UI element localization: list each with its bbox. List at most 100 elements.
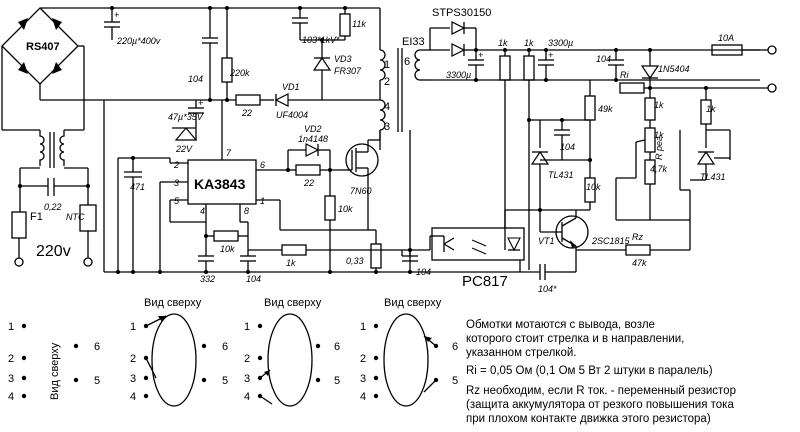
- input-filter: F1 0,22 NTC 220v: [2, 129, 97, 267]
- tpin6: 6: [404, 56, 410, 68]
- view2-pin1: 1: [244, 321, 250, 333]
- pinout-side-view: 1 2 3 4 6 5 Вид сверху: [8, 321, 100, 403]
- ri-label: Ri: [620, 70, 629, 80]
- tpin1: 1: [384, 59, 390, 71]
- r1k-a-label: 1k: [498, 38, 508, 48]
- bridge-rectifier: RS407: [1, 7, 105, 272]
- protection-transistor: VT1 2SC1815 Rz 47k: [504, 208, 690, 273]
- r1k-b-label: 1k: [524, 38, 534, 48]
- winding-view-2: Вид сверху 1 2 3 4 6 5: [244, 297, 340, 407]
- hv-rails: [104, 7, 520, 273]
- vd3-label: VD3: [334, 54, 352, 64]
- cap471-label: 471: [130, 182, 145, 192]
- fuse-out-label: 10A: [718, 33, 734, 43]
- snubber: 103*1kV* 11k VD3 FR307: [292, 6, 366, 100]
- cap-104a-label: 104: [188, 74, 203, 84]
- cap104-out-label: 104*: [538, 284, 557, 294]
- view2-pin4: 4: [244, 391, 250, 403]
- tl431b-label: TL431: [700, 172, 726, 182]
- fuse-in-label: F1: [30, 211, 43, 223]
- cap104c-label: 104: [416, 267, 431, 277]
- view1-pin3: 3: [130, 373, 136, 385]
- pin2: 2: [173, 160, 179, 170]
- view3-pin1: 1: [360, 321, 366, 333]
- cap-out1-label: 3300µ: [446, 70, 471, 80]
- tpin4: 4: [384, 101, 390, 113]
- r1kd-label: 1k: [706, 104, 716, 114]
- controller-ic: KA3843 2 3 5 4 8 1 6 7 471: [116, 100, 280, 274]
- vd3-type-label: FR307: [334, 66, 362, 76]
- feedback-path: 1k 104 PC817 104*: [248, 225, 566, 294]
- snubber-cap-label: 103*1kV*: [302, 35, 340, 45]
- r4k7-label: 4,7k: [650, 164, 668, 174]
- view1-title: Вид сверху: [144, 297, 202, 309]
- side-pin-1: 1: [8, 321, 14, 333]
- side-pin-4: 4: [8, 391, 14, 403]
- gate-drive: 22 VD2 1n4148 7N60 10k 0,33: [279, 124, 382, 274]
- zener22v-label: 22V: [175, 144, 193, 154]
- note-line-1: Обмотки мотаются с вывода, возле: [466, 319, 655, 331]
- snubber-res-label: 11k: [352, 19, 366, 29]
- r10k-tl-label: 10k: [586, 182, 601, 192]
- vd2-label: VD2: [304, 124, 322, 134]
- side-view-label: Вид сверху: [49, 342, 61, 400]
- note-line-3: указанном стрелкой.: [466, 347, 577, 359]
- vt1-label: VT1: [538, 236, 555, 246]
- transformer: EI33 6 1 2 4 3: [379, 36, 430, 272]
- vd1-type-label: UF4004: [276, 110, 308, 120]
- svg-text:+: +: [198, 98, 203, 108]
- svg-text:+: +: [548, 50, 553, 60]
- svg-text:+: +: [478, 50, 483, 60]
- secondary-rectifier: STPS30150 + 3300µ + 3300µ 1k 1k 10A: [429, 7, 777, 270]
- mosfet-label: 7N60: [350, 186, 372, 196]
- bulk-capacitor: + 220µ*400v: [104, 6, 161, 46]
- vd2-type-label: 1n4148: [298, 134, 328, 144]
- r1k-fb-label: 1k: [286, 258, 296, 268]
- cap47u-label: 47µ*35V: [168, 112, 204, 122]
- rc-network: 10k 332 104: [198, 221, 261, 284]
- view3-pin4: 4: [360, 391, 366, 403]
- rsense-label: 0,33: [346, 256, 364, 266]
- r1k-reg-label: 1k: [654, 130, 664, 140]
- r49k-label: 49k: [598, 104, 613, 114]
- note-line-4: Ri = 0,05 Ом (0,1 Ом 5 Вт 2 штуки в пара…: [466, 365, 713, 377]
- view2-pin5: 5: [334, 375, 340, 387]
- note-line-7: при плохом контакте движка этого резисто…: [466, 413, 711, 425]
- secondary-regulation: 104 49k TL431 10k 104 Ri 1N5404 1k: [527, 48, 731, 250]
- transformer-label: EI33: [402, 36, 425, 48]
- cap104-tl-label: 104: [560, 142, 575, 152]
- bridge-label: RS407: [26, 41, 60, 53]
- note-line-2: которого стоит стрелка и в направлении,: [466, 333, 685, 345]
- note-line-6: (защита аккумулятора от резкого повышени…: [466, 399, 734, 411]
- cap332-label: 332: [200, 274, 215, 284]
- view3-pin2: 2: [360, 353, 366, 365]
- r22b-label: 22: [303, 178, 314, 188]
- pin8: 8: [244, 206, 249, 216]
- vd1-label: VD1: [282, 82, 300, 92]
- view3-pin3: 3: [360, 373, 366, 385]
- r1kc-label: 1k: [654, 100, 664, 110]
- ic-label: KA3843: [194, 176, 246, 192]
- r220k-label: 220k: [229, 68, 250, 78]
- tpin3: 3: [384, 121, 390, 133]
- pin7: 7: [226, 148, 232, 158]
- winding-view-3: Вид сверху 1 2 3 4 6 5: [360, 297, 458, 407]
- pin6: 6: [260, 160, 265, 170]
- ntc-label: NTC: [66, 212, 85, 222]
- side-pin-2: 2: [8, 353, 14, 365]
- mains-label: 220v: [36, 243, 71, 260]
- r10k-rc-label: 10k: [220, 244, 235, 254]
- cap104b-label: 104: [246, 274, 261, 284]
- d1n5404-label: 1N5404: [658, 64, 690, 74]
- r47k-label: 47k: [632, 258, 647, 268]
- view2-pin3: 3: [244, 373, 250, 385]
- pin4: 4: [200, 206, 205, 216]
- side-pin-5: 5: [94, 375, 100, 387]
- startup-circuit: 104 220k 22 VD1 UF4004 + 47µ*35V 22V: [104, 6, 380, 154]
- view1-pin6: 6: [222, 341, 228, 353]
- cap-022-label: 0,22: [44, 202, 62, 212]
- note-line-5: Rz необходим, если R ток. - переменный р…: [466, 385, 736, 397]
- view1-pin4: 4: [130, 391, 136, 403]
- r-reg-label: R рег.: [654, 134, 664, 160]
